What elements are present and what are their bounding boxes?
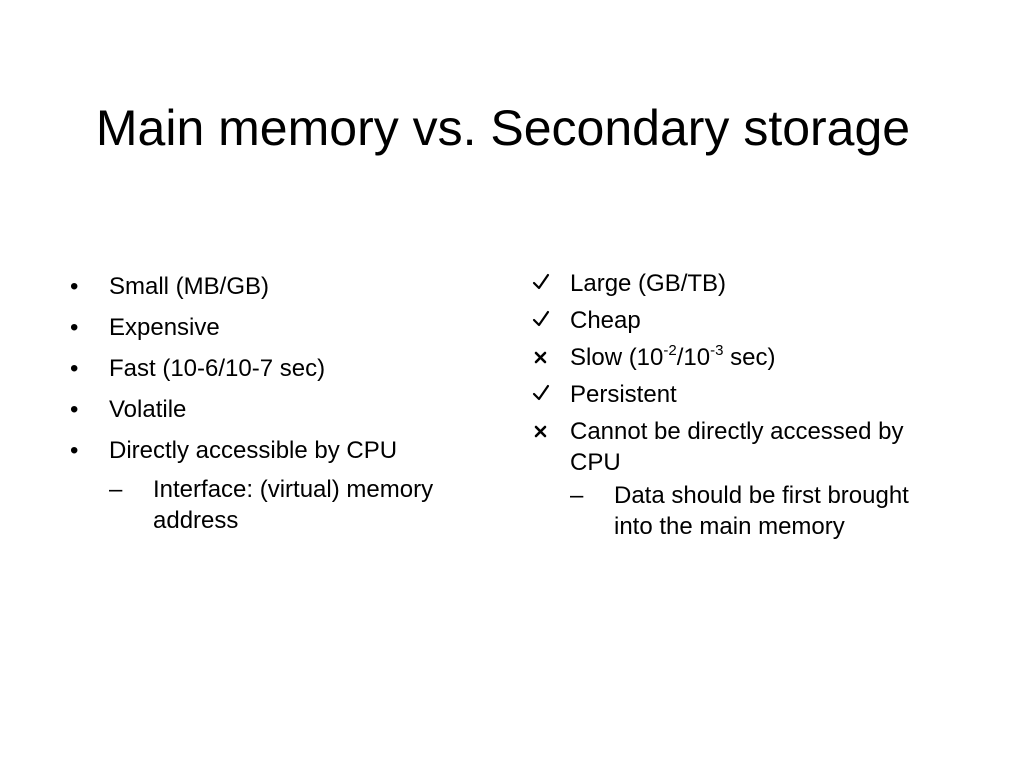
list-item: • Small (MB/GB) [66, 271, 506, 302]
dash-icon: – [570, 482, 584, 509]
check-icon [531, 305, 559, 333]
list-item: Cheap [528, 305, 948, 336]
list-item-text: Slow (10-2/10-3 sec) [570, 342, 776, 371]
list-item-text: Expensive [109, 314, 220, 341]
bullet-icon: • [70, 273, 79, 300]
list-item: Cannot be directly accessed by CPU [528, 416, 948, 478]
sub-list-item-text: Interface: (virtual) memory address [153, 476, 434, 534]
list-item-text: Cannot be directly accessed by CPU [570, 418, 904, 476]
sub-list-item-text: Data should be first brought into the ma… [614, 482, 909, 540]
list-item: • Volatile [66, 394, 506, 425]
superscript: -2 [663, 342, 677, 359]
sub-list-item: – Interface: (virtual) memory address [109, 474, 506, 536]
bullet-icon: • [70, 314, 79, 341]
list-item-text: Small (MB/GB) [109, 273, 270, 300]
list-item: • Fast (10-6/10-7 sec) [66, 353, 506, 384]
list-item-text: Directly accessible by CPU [109, 437, 398, 464]
list-item: Slow (10-2/10-3 sec) [528, 342, 948, 373]
list-item: • Directly accessible by CPU [66, 435, 506, 466]
list-item-text: Persistent [570, 381, 677, 408]
bullet-icon: • [70, 437, 79, 464]
list-item: • Expensive [66, 312, 506, 343]
superscript: -3 [710, 342, 724, 359]
list-item-text: Volatile [109, 396, 187, 423]
cross-icon [531, 342, 559, 370]
list-item-text: Large (GB/TB) [570, 270, 727, 297]
cross-icon [531, 416, 559, 444]
secondary-storage-list: Large (GB/TB) Cheap Slow (10-2/10-3 sec)… [528, 268, 948, 542]
check-icon [531, 379, 559, 407]
sub-list-item: – Data should be first brought into the … [570, 480, 948, 542]
check-icon [531, 268, 559, 296]
list-item: Large (GB/TB) [528, 268, 948, 299]
bullet-icon: • [70, 355, 79, 382]
dash-icon: – [109, 476, 123, 503]
list-item-text: Fast (10-6/10-7 sec) [109, 355, 326, 382]
main-memory-list: • Small (MB/GB) • Expensive • Fast (10-6… [66, 271, 506, 536]
list-item-text: Cheap [570, 307, 641, 334]
slide-title: Main memory vs. Secondary storage [95, 100, 911, 156]
list-item: Persistent [528, 379, 948, 410]
bullet-icon: • [70, 396, 79, 423]
